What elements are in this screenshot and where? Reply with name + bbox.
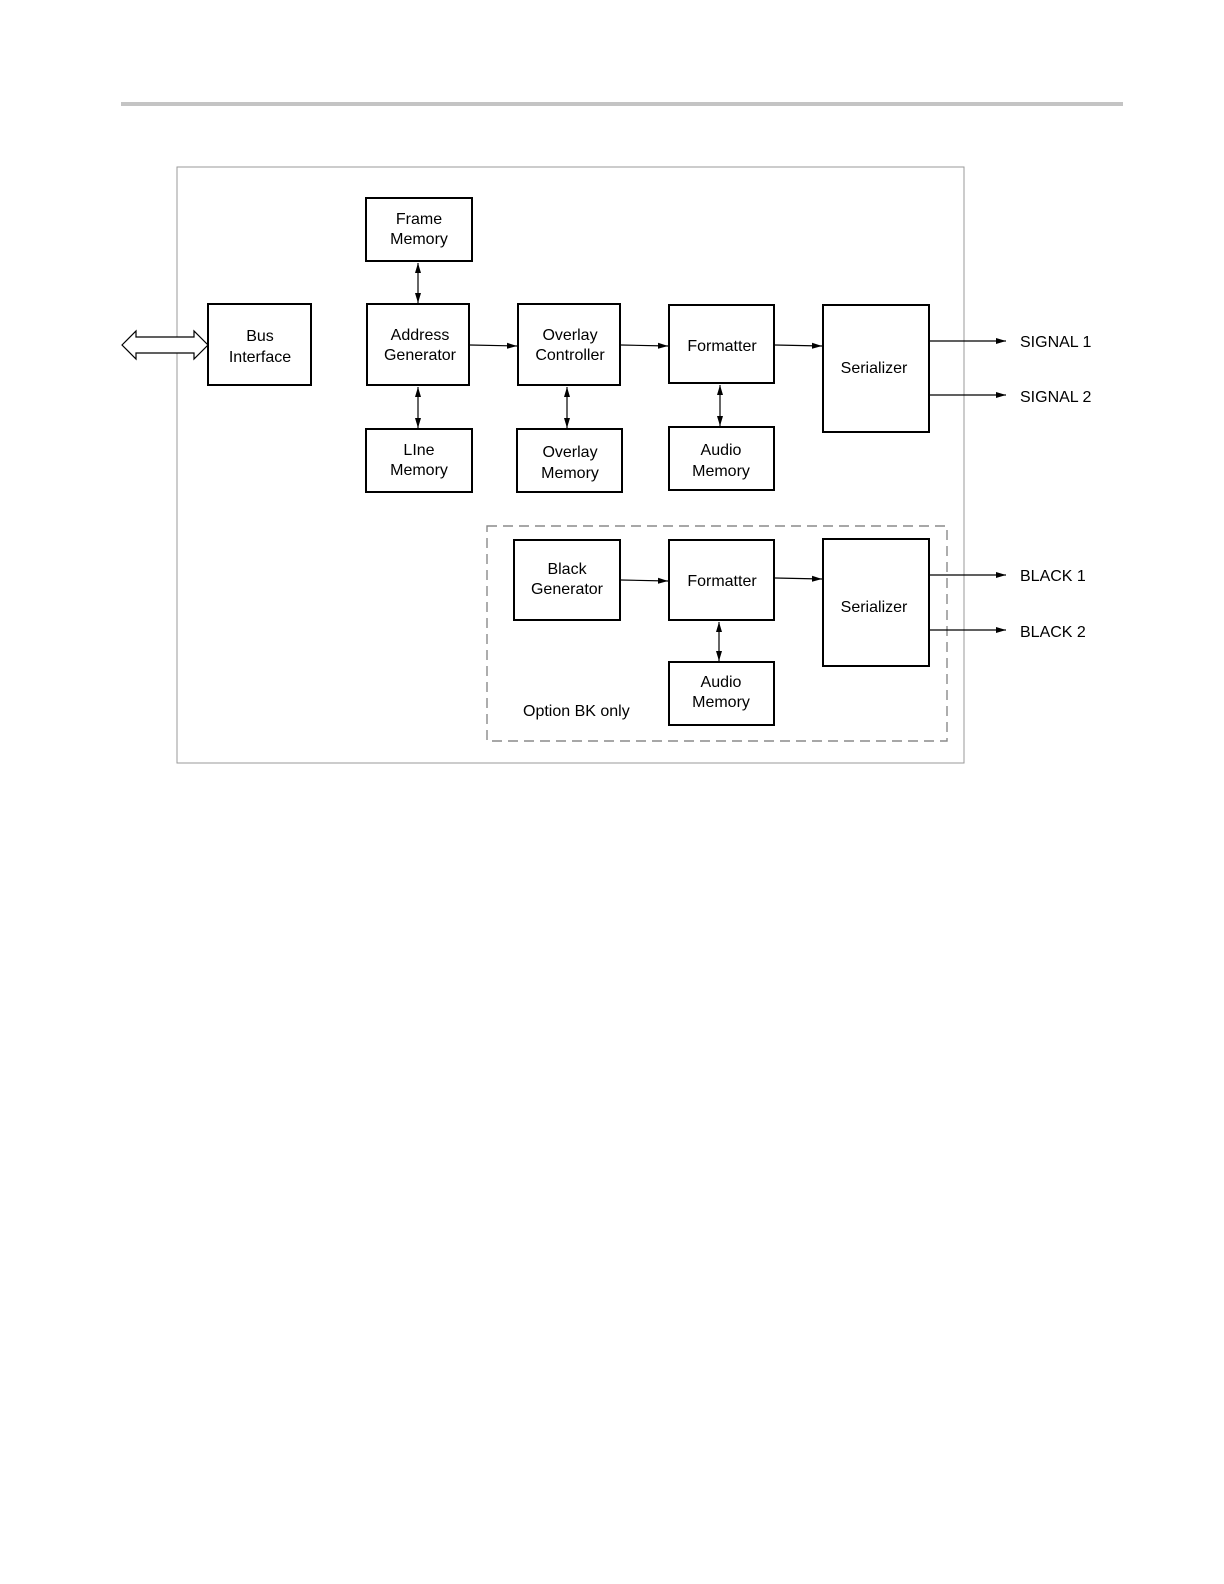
black-gen-to-formatter-arrow (621, 580, 668, 581)
overlay-memory-block: Overlay Memory (517, 429, 622, 492)
bus-double-arrow (122, 331, 208, 359)
formatter-bk-block: Formatter (669, 540, 774, 620)
black-generator-label-2: Generator (531, 581, 604, 598)
overlay-memory-label-2: Memory (541, 465, 599, 482)
serializer-bk-block: Serializer (823, 539, 929, 666)
line-memory-label-2: Memory (390, 462, 448, 479)
audio-memory-label-2: Memory (692, 463, 750, 480)
frame-memory-label-1: Frame (396, 211, 442, 228)
black-generator-block: Black Generator (514, 540, 620, 620)
serializer-bk-label: Serializer (841, 599, 908, 616)
formatter-to-serializer-arrow (775, 345, 822, 346)
formatter-block: Formatter (669, 305, 774, 383)
formatter-bk-label: Formatter (687, 573, 757, 590)
signal-1-label: SIGNAL 1 (1020, 334, 1092, 351)
black-2-label: BLACK 2 (1020, 624, 1086, 641)
address-generator-block: Address Generator (367, 304, 469, 385)
bus-interface-label-2: Interface (229, 349, 291, 366)
overlay-to-formatter-arrow (621, 345, 668, 346)
formatter-label: Formatter (687, 338, 757, 355)
line-memory-block: LIne Memory (366, 429, 472, 492)
audio-memory-bk-label-2: Memory (692, 694, 750, 711)
address-generator-label-1: Address (391, 327, 450, 344)
audio-memory-block: Audio Memory (669, 427, 774, 490)
serializer-label: Serializer (841, 360, 908, 377)
address-to-overlay-arrow (470, 345, 517, 346)
bus-interface-label-1: Bus (246, 328, 274, 345)
frame-memory-block: Frame Memory (366, 198, 472, 261)
bus-interface-block: Bus Interface (208, 304, 311, 385)
audio-memory-label-1: Audio (701, 442, 742, 459)
serializer-block: Serializer (823, 305, 929, 432)
option-bk-note: Option BK only (523, 703, 630, 720)
overlay-controller-label-1: Overlay (542, 327, 597, 344)
audio-memory-bk-label-1: Audio (701, 674, 742, 691)
black-1-label: BLACK 1 (1020, 568, 1086, 585)
address-generator-label-2: Generator (384, 347, 457, 364)
overlay-controller-block: Overlay Controller (518, 304, 620, 385)
frame-memory-label-2: Memory (390, 231, 448, 248)
line-memory-label-1: LIne (403, 442, 434, 459)
audio-memory-bk-block: Audio Memory (669, 662, 774, 725)
signal-2-label: SIGNAL 2 (1020, 389, 1092, 406)
overlay-controller-label-2: Controller (535, 347, 605, 364)
formatter-bk-to-serializer-arrow (775, 578, 822, 579)
overlay-memory-label-1: Overlay (542, 444, 597, 461)
black-generator-label-1: Black (547, 561, 587, 578)
